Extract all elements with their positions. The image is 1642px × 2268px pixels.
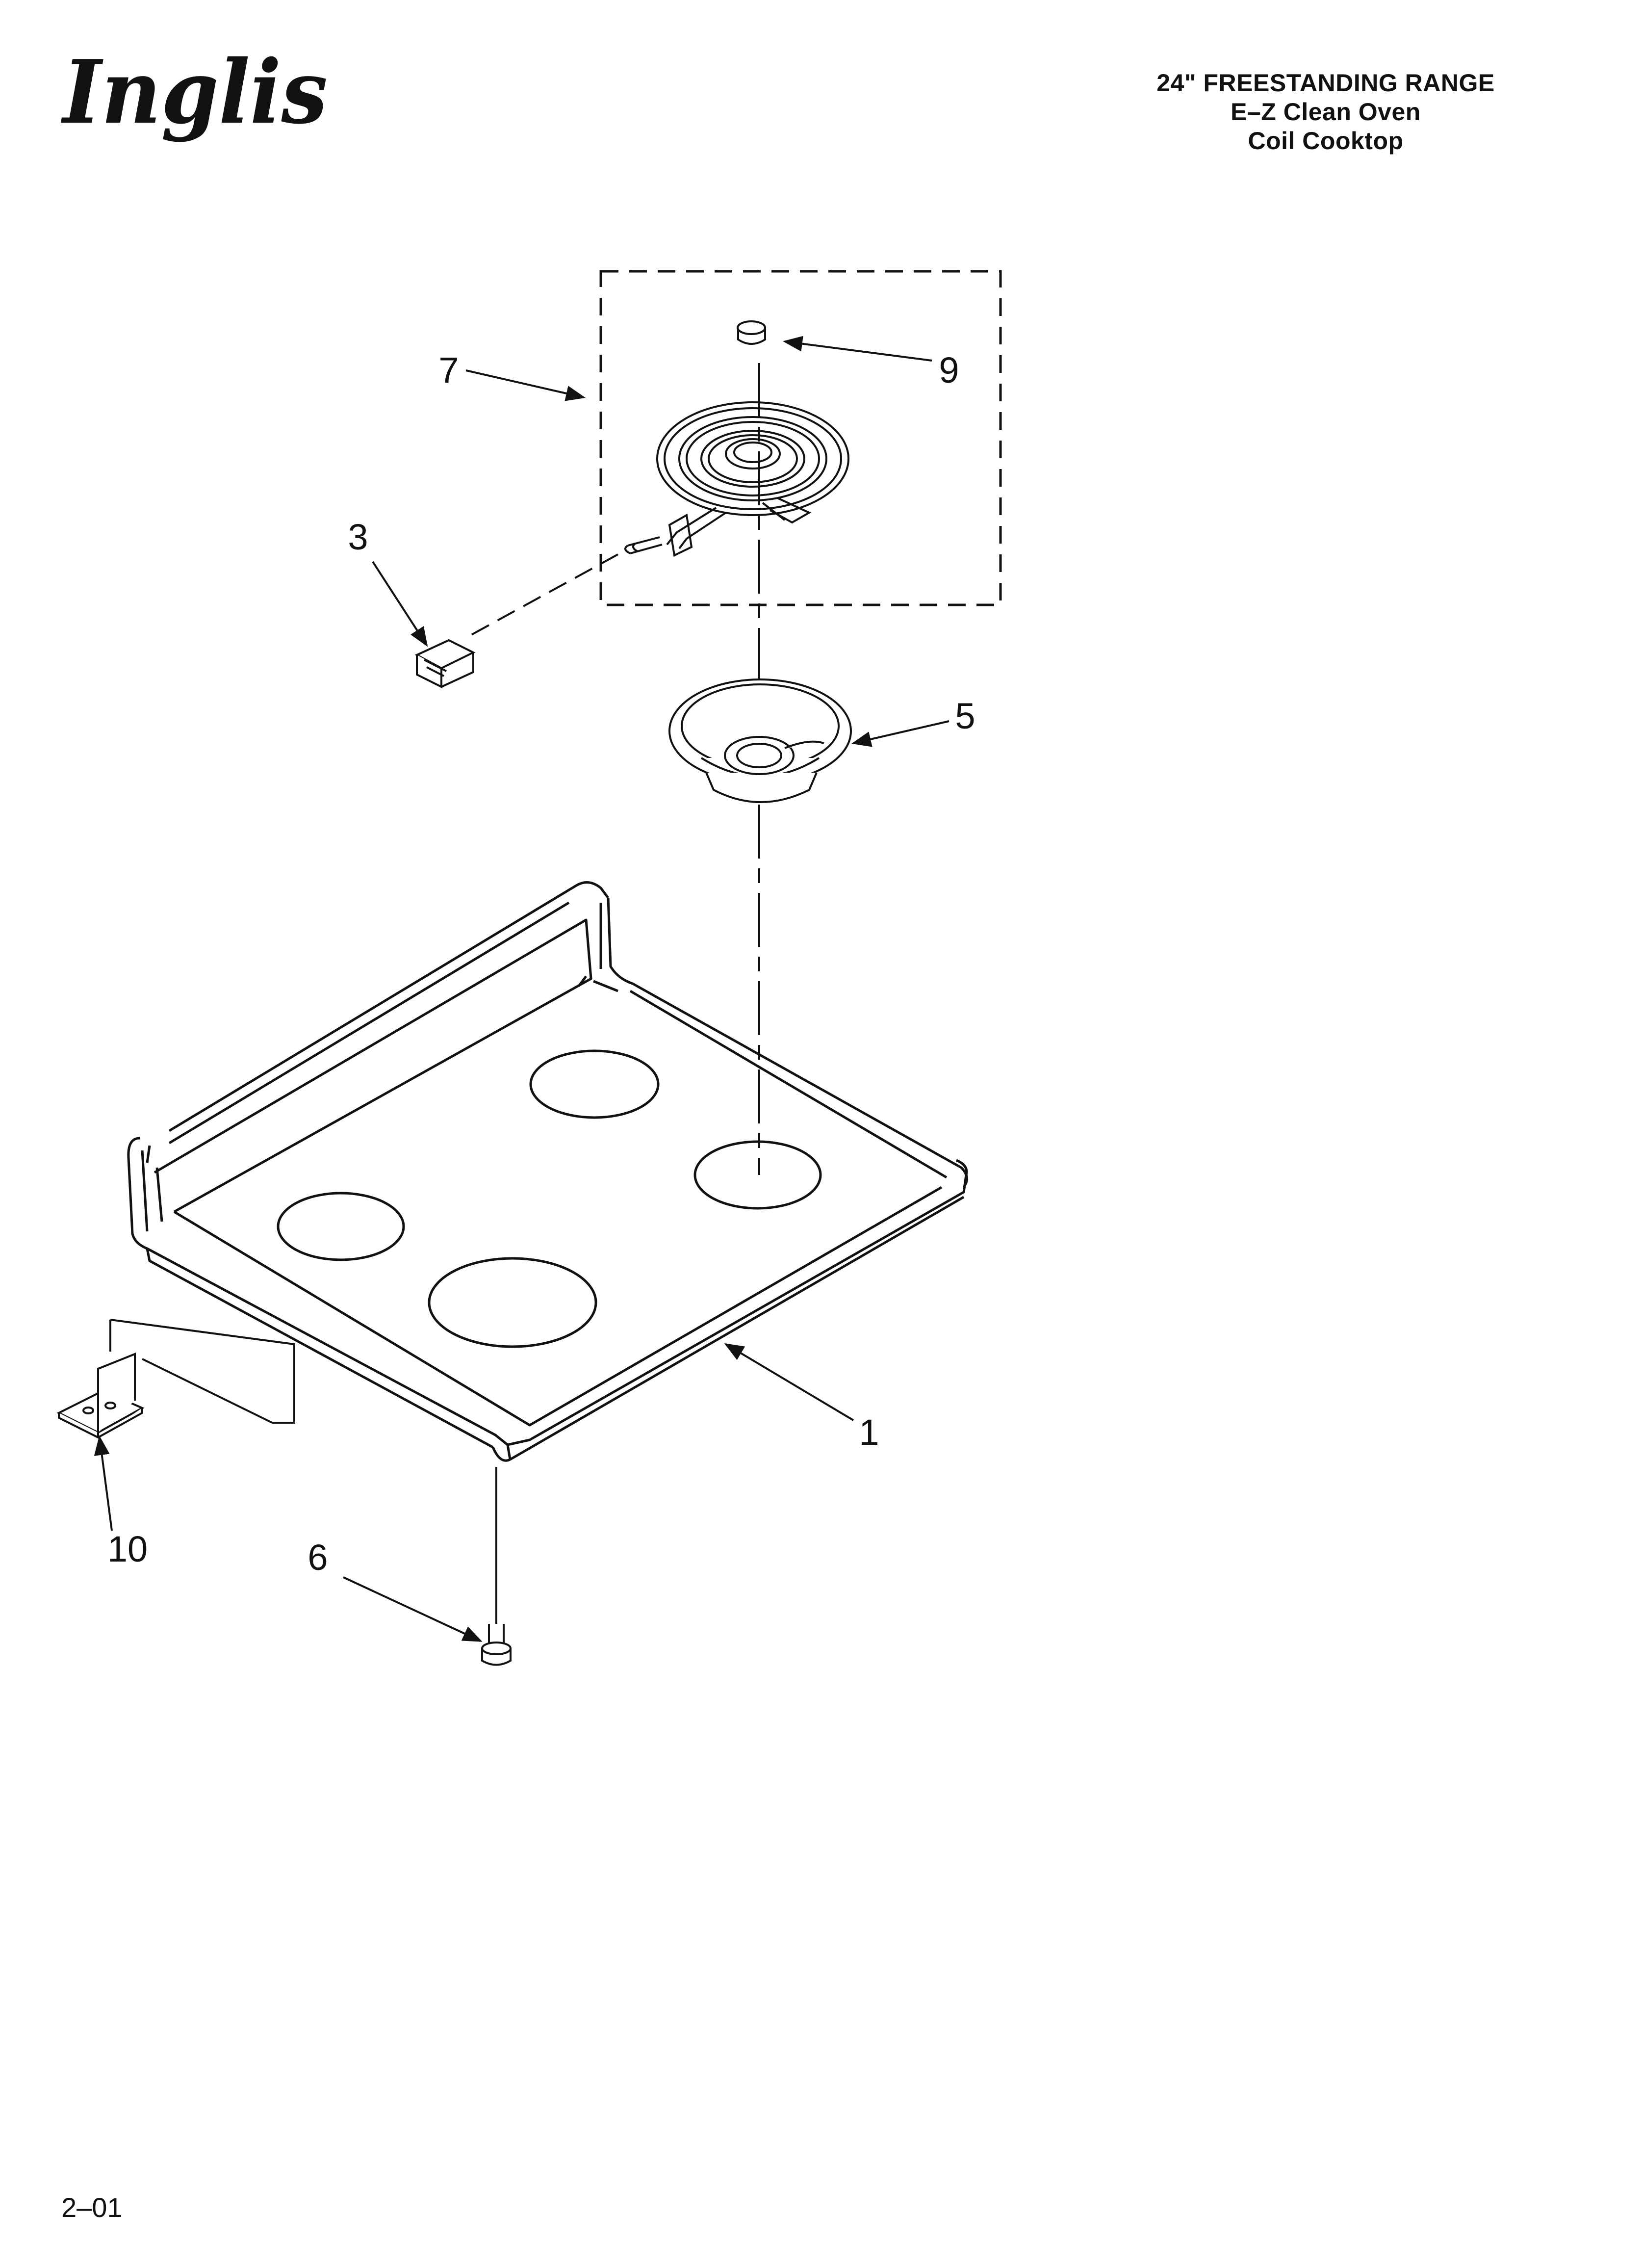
callout-10: 10 — [107, 1529, 148, 1569]
leader-arrow-9 — [783, 336, 932, 362]
leader-arrow-1 — [724, 1343, 854, 1421]
leader-arrows — [94, 336, 949, 1642]
burner-hole-rear-left — [529, 1049, 660, 1119]
leader-arrow-10 — [94, 1435, 113, 1531]
callout-9: 9 — [939, 350, 959, 391]
leader-arrow-3 — [372, 561, 428, 647]
callout-1: 1 — [859, 1412, 879, 1453]
callout-5: 5 — [955, 696, 975, 736]
part-6-screw — [481, 1624, 512, 1666]
inglis-logo: Inglis — [60, 49, 328, 143]
part-5-drip-bowl — [668, 678, 852, 803]
element-group-box — [599, 270, 1002, 606]
callout-7: 7 — [438, 350, 459, 391]
model-description: 24" FREESTANDING RANGE E–Z Clean Oven Co… — [1080, 69, 1571, 156]
svg-text:Inglis: Inglis — [60, 49, 328, 143]
bracket-reference-lines — [109, 1319, 295, 1424]
part-10-anti-tip-bracket — [56, 1353, 145, 1439]
page-code: 2–01 — [61, 2192, 123, 2223]
burner-hole-front-right — [428, 1257, 597, 1348]
header-oven-type: E–Z Clean Oven — [1231, 98, 1421, 126]
part-1-cooktop — [127, 881, 968, 1462]
burner-hole-front-left — [277, 1192, 405, 1261]
wire-connection-line — [465, 553, 618, 639]
part-3-terminal-block — [414, 639, 476, 689]
header-title: 24" FREESTANDING RANGE — [1156, 69, 1495, 97]
part-7-coil-element — [624, 401, 849, 557]
leader-arrow-5 — [851, 720, 949, 747]
part-9-cap — [737, 320, 766, 345]
leader-arrow-7 — [465, 369, 586, 401]
header-cooktop-type: Coil Cooktop — [1248, 127, 1404, 155]
callout-3: 3 — [348, 517, 368, 557]
burner-hole-rear-right — [693, 1140, 822, 1210]
callout-6: 6 — [308, 1537, 328, 1578]
leader-arrow-6 — [343, 1576, 483, 1642]
